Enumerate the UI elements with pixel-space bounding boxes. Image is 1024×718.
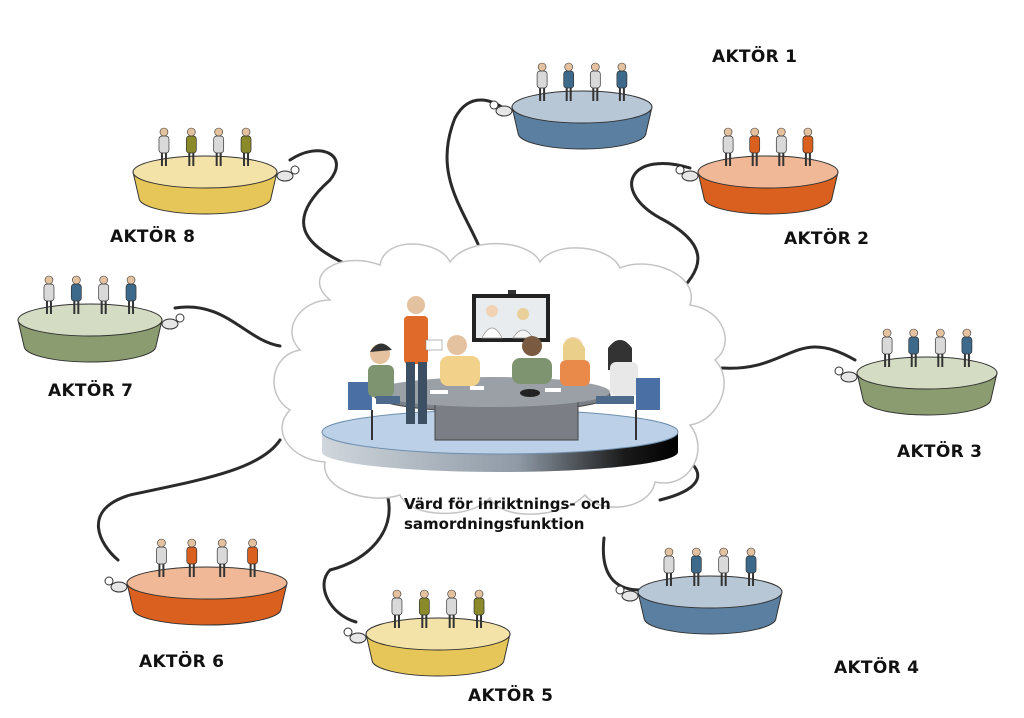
plug-connector-icon xyxy=(675,165,699,182)
host-caption: Värd för inriktnings- och samordningsfun… xyxy=(404,494,611,534)
person-figure xyxy=(961,328,973,367)
plug-connector-icon xyxy=(489,100,513,117)
actor-label-8: AKTÖR 8 xyxy=(110,227,196,247)
host-caption-line-2: samordningsfunktion xyxy=(404,515,585,533)
person-figure xyxy=(216,538,228,577)
person-figure xyxy=(616,62,628,101)
person-figure xyxy=(213,127,225,166)
host-person-5 xyxy=(560,337,590,386)
person-figure xyxy=(391,589,403,628)
host-person-4 xyxy=(512,336,552,384)
video-conference-screen-icon xyxy=(472,290,550,342)
cable-actor-2 xyxy=(630,162,700,300)
person-figure xyxy=(156,538,167,577)
actor-pedestal-7 xyxy=(17,275,185,363)
person-figure xyxy=(186,538,198,577)
person-figure xyxy=(802,127,814,166)
person-figure xyxy=(718,547,730,586)
plug-connector-icon xyxy=(615,585,639,602)
person-figure xyxy=(745,547,757,586)
person-figure xyxy=(908,328,920,367)
person-figure xyxy=(98,275,110,314)
actor-label-1: AKTÖR 1 xyxy=(712,47,798,67)
cable-actor-8 xyxy=(288,149,357,270)
host-caption-line-1: Värd för inriktnings- och xyxy=(404,495,611,513)
plug-connector-icon xyxy=(161,313,185,330)
person-figure xyxy=(690,547,702,586)
person-figure xyxy=(589,62,601,101)
actor-label-6: AKTÖR 6 xyxy=(139,652,225,672)
actor-label-2: AKTÖR 2 xyxy=(784,229,870,249)
person-figure xyxy=(536,62,548,101)
person-figure xyxy=(446,589,458,628)
host-person-2 xyxy=(404,296,443,424)
person-figure xyxy=(125,275,137,314)
plug-connector-icon xyxy=(276,165,300,182)
meeting-table-icon xyxy=(348,296,660,440)
actor-label-4: AKTÖR 4 xyxy=(834,658,920,678)
person-figure xyxy=(240,127,252,166)
plug-connector-icon xyxy=(343,627,367,644)
actor-label-3: AKTÖR 3 xyxy=(897,442,983,462)
person-figure xyxy=(247,538,258,577)
actor-pedestal-8 xyxy=(132,127,300,215)
person-figure xyxy=(158,127,170,166)
person-figure xyxy=(881,328,893,367)
actor-pedestal-1 xyxy=(489,62,653,150)
cable-actor-4 xyxy=(601,536,642,592)
actor-pedestal-4 xyxy=(615,547,783,635)
cable-actor-3 xyxy=(720,345,857,370)
person-figure xyxy=(473,589,485,628)
actor-pedestals xyxy=(17,62,998,677)
actor-label-7: AKTÖR 7 xyxy=(48,381,134,401)
cable-actor-1 xyxy=(445,98,510,264)
plug-connector-icon xyxy=(834,366,858,383)
person-figure xyxy=(775,127,787,166)
cable-actor-5 xyxy=(322,496,391,624)
person-figure xyxy=(70,275,82,314)
person-figure xyxy=(43,275,55,314)
person-figure xyxy=(934,328,946,367)
person-figure xyxy=(185,127,197,166)
actor-label-5: AKTÖR 5 xyxy=(468,686,554,706)
person-figure xyxy=(418,589,430,628)
person-figure xyxy=(749,127,761,166)
cable-actor-7 xyxy=(173,305,282,348)
cable-actor-6 xyxy=(96,438,282,562)
person-figure xyxy=(563,62,575,101)
host-platform xyxy=(321,377,679,472)
actor-pedestal-5 xyxy=(343,589,511,677)
host-person-3 xyxy=(440,335,480,386)
plug-connector-icon xyxy=(104,576,128,593)
person-figure xyxy=(663,547,675,586)
host-person-1 xyxy=(348,343,400,440)
person-figure xyxy=(722,127,734,166)
actor-pedestal-3 xyxy=(834,328,998,416)
actor-pedestal-6 xyxy=(104,538,288,626)
connection-cables xyxy=(96,98,857,624)
actor-pedestal-2 xyxy=(675,127,839,215)
host-person-6 xyxy=(596,340,660,440)
